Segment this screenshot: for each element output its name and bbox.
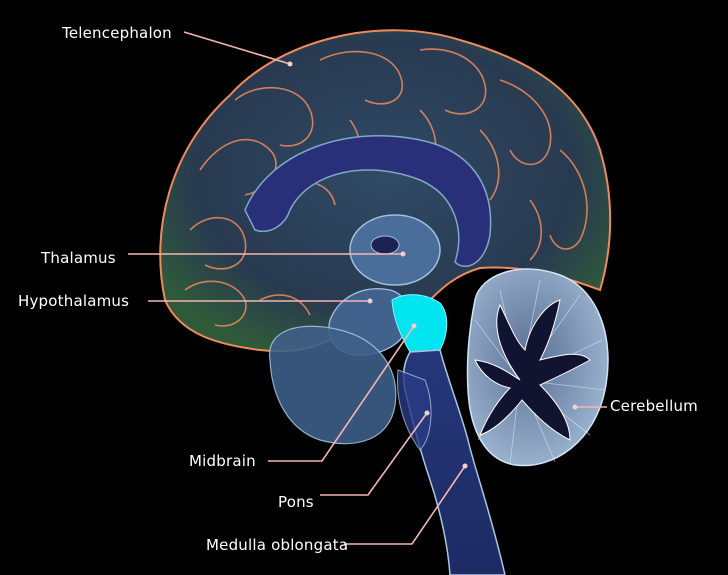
- label-thalamus: Thalamus: [41, 249, 116, 267]
- label-cerebellum: Cerebellum: [610, 397, 698, 415]
- midbrain-highlight: [392, 295, 447, 352]
- label-pons: Pons: [278, 493, 314, 511]
- cerebellum-shape: [467, 269, 608, 466]
- leader-telencephalon: [184, 32, 290, 64]
- label-midbrain: Midbrain: [189, 452, 256, 470]
- label-hypothalamus: Hypothalamus: [18, 292, 129, 310]
- label-medulla-oblongata: Medulla oblongata: [206, 536, 348, 554]
- label-telencephalon: Telencephalon: [62, 24, 172, 42]
